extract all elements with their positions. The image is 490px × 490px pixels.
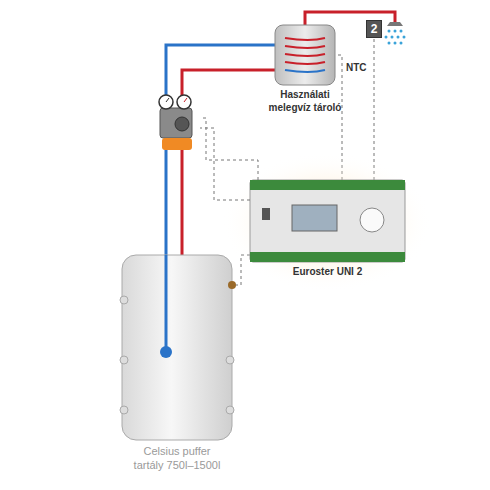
shower-icon [385, 22, 406, 45]
junction-box: 2 [366, 20, 382, 38]
controller-body [250, 180, 405, 262]
device-node: Celsius puffer tartály 750l–1500l [122, 255, 232, 440]
node-caption: Celsius puffer tartály 750l–1500l [129, 445, 225, 473]
dhw-tank [275, 25, 335, 85]
node-caption: Használati melegvíz tároló [259, 89, 351, 114]
valve-wire [200, 118, 258, 180]
controller-glow [222, 152, 432, 292]
node-caption: Euroster UNI 2 [268, 266, 388, 279]
device-node: Euroster UNI 2 [250, 180, 405, 262]
pump-wire [200, 128, 250, 200]
buffer-tank [120, 255, 236, 440]
connector-line [374, 38, 375, 180]
sensor-label: NTC [346, 62, 367, 73]
device-node: Használati melegvíz tároló [275, 25, 335, 85]
signal-wire [374, 38, 375, 180]
box-number: 2 [367, 21, 381, 37]
